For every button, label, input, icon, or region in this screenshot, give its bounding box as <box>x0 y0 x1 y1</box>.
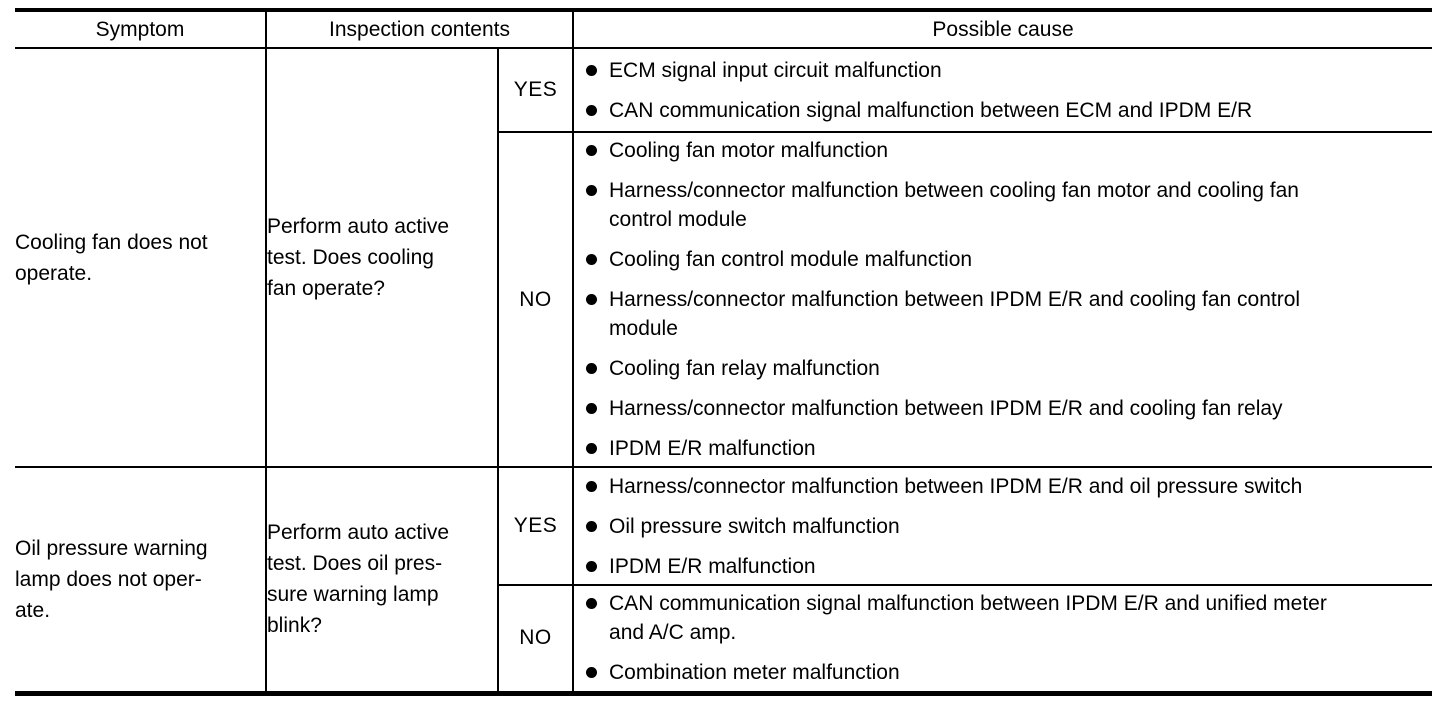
cause-text: Oil pressure switch malfunction <box>609 512 900 541</box>
bullet-icon <box>586 104 598 116</box>
text-line: Oil pressure warning <box>15 536 208 560</box>
bullet-icon <box>586 560 598 572</box>
text-line: operate. <box>15 261 93 285</box>
cause-text: IPDM E/R malfunction <box>609 552 816 581</box>
text-line: Cooling fan relay malfunction <box>609 357 880 380</box>
diagnosis-table: Symptom Inspection contents Possible cau… <box>15 8 1433 696</box>
answer-cell-no: NO <box>496 584 574 696</box>
cause-item: Cooling fan relay malfunction <box>586 354 1426 383</box>
header-row: Symptom Inspection contents Possible cau… <box>15 8 1433 49</box>
cause-text: Cooling fan relay malfunction <box>609 354 880 383</box>
column-header-symptom: Symptom <box>15 8 266 49</box>
cause-text: IPDM E/R malfunction <box>609 434 816 463</box>
bullet-icon <box>586 145 598 156</box>
table-row: NO CAN communication signal malfunction … <box>15 584 1433 696</box>
text-line: Harness/connector malfunction between IP… <box>609 474 1303 498</box>
cause-text: Combination meter malfunction <box>609 658 900 687</box>
answer-cell-no: NO <box>496 131 574 467</box>
text-line: ate. <box>15 598 51 622</box>
cause-item: Harness/connector malfunction between IP… <box>586 394 1426 423</box>
possible-cause-cell: Harness/connector malfunction between IP… <box>572 466 1433 585</box>
bullet-icon <box>586 363 598 374</box>
bullet-icon <box>586 480 598 492</box>
text-line: module <box>609 317 678 340</box>
text-line: lamp does not oper- <box>15 567 202 591</box>
column-header-possible-cause: Possible cause <box>572 8 1433 49</box>
manual-page: Symptom Inspection contents Possible cau… <box>0 8 1456 726</box>
cause-item: IPDM E/R malfunction <box>586 434 1426 463</box>
text-line: CAN communication signal malfunction bet… <box>609 592 1327 616</box>
possible-cause-list: Harness/connector malfunction between IP… <box>574 469 1432 584</box>
bullet-icon <box>586 254 598 265</box>
text-line: Harness/connector malfunction between IP… <box>609 397 1283 420</box>
cause-item: CAN communication signal malfunction bet… <box>586 96 1426 125</box>
bullet-icon <box>586 520 598 532</box>
text-line: and A/C amp. <box>609 621 737 645</box>
bullet-icon <box>586 294 598 305</box>
cause-item: ECM signal input circuit malfunction <box>586 56 1426 85</box>
text-line: control module <box>609 208 747 231</box>
bullet-icon <box>586 443 598 454</box>
possible-cause-list: CAN communication signal malfunction bet… <box>574 586 1432 690</box>
column-header-inspection-contents: Inspection contents <box>264 8 574 49</box>
text-line: Harness/connector malfunction between co… <box>609 179 1299 202</box>
cause-item: IPDM E/R malfunction <box>586 552 1426 581</box>
text-line: Oil pressure switch malfunction <box>609 514 900 538</box>
cause-item: Harness/connector malfunction between IP… <box>586 472 1426 501</box>
possible-cause-cell: CAN communication signal malfunction bet… <box>572 584 1433 696</box>
text-line: Cooling fan control module malfunction <box>609 248 973 271</box>
cause-text: Cooling fan control module malfunction <box>609 245 972 274</box>
text-line: Perform auto active <box>267 215 450 238</box>
text-line: ECM signal input circuit malfunction <box>609 58 942 82</box>
table-row: Oil pressure warning lamp does not oper-a… <box>15 466 1433 696</box>
text-line: Combination meter malfunction <box>609 661 900 685</box>
bullet-icon <box>586 598 598 610</box>
text-line: IPDM E/R malfunction <box>609 437 816 460</box>
cause-item: CAN communication signal malfunction bet… <box>586 589 1426 647</box>
text-line: blink? <box>267 614 322 638</box>
answer-cell-yes: YES <box>496 466 574 585</box>
cause-text: ECM signal input circuit malfunction <box>609 56 942 85</box>
inspection-cell-cooling-fan: Perform auto active test. Does cooling fan… <box>265 48 498 467</box>
cause-item: Cooling fan control module malfunction <box>586 245 1426 274</box>
cause-item: Harness/connector malfunction between co… <box>586 176 1426 234</box>
cause-item: Oil pressure switch malfunction <box>586 512 1426 541</box>
cause-text: CAN communication signal malfunction bet… <box>609 589 1327 647</box>
cause-item: Cooling fan motor malfunction <box>586 136 1426 165</box>
text-line: sure warning lamp <box>267 583 439 607</box>
bullet-icon <box>586 185 598 196</box>
bullet-icon <box>586 667 598 679</box>
answer-cell-yes: YES <box>496 48 574 132</box>
text-line: Cooling fan motor malfunction <box>609 139 888 162</box>
cause-text: Harness/connector malfunction between co… <box>609 176 1299 234</box>
text-line: IPDM E/R malfunction <box>609 554 816 578</box>
text-line: test. Does cooling <box>267 246 434 269</box>
cause-text: Harness/connector malfunction between IP… <box>609 394 1283 423</box>
text-line: test. Does oil pres- <box>267 552 443 576</box>
cause-item: Harness/connector malfunction between IP… <box>586 285 1426 343</box>
inspection-cell-oil-pressure: Perform auto active test. Does oil pres-s… <box>265 466 498 696</box>
symptom-cell-cooling-fan: Cooling fan does not operate. <box>15 48 266 467</box>
text-line: Perform auto active <box>267 521 450 545</box>
table-row: Cooling fan does not operate. Perform aut… <box>15 48 1433 467</box>
cause-item: Combination meter malfunction <box>586 658 1426 687</box>
bullet-icon <box>586 403 598 414</box>
text-line: CAN communication signal malfunction bet… <box>609 98 1253 122</box>
symptom-cell-oil-pressure: Oil pressure warning lamp does not oper-a… <box>15 466 266 696</box>
cause-text: Harness/connector malfunction between IP… <box>609 472 1302 501</box>
cause-text: Harness/connector malfunction between IP… <box>609 285 1300 343</box>
cause-text: Cooling fan motor malfunction <box>609 136 888 165</box>
text-line: fan operate? <box>267 277 385 300</box>
text-line: Cooling fan does not <box>15 230 208 254</box>
text-line: Harness/connector malfunction between IP… <box>609 288 1301 311</box>
cause-text: CAN communication signal malfunction bet… <box>609 96 1252 125</box>
bullet-icon <box>586 64 598 76</box>
